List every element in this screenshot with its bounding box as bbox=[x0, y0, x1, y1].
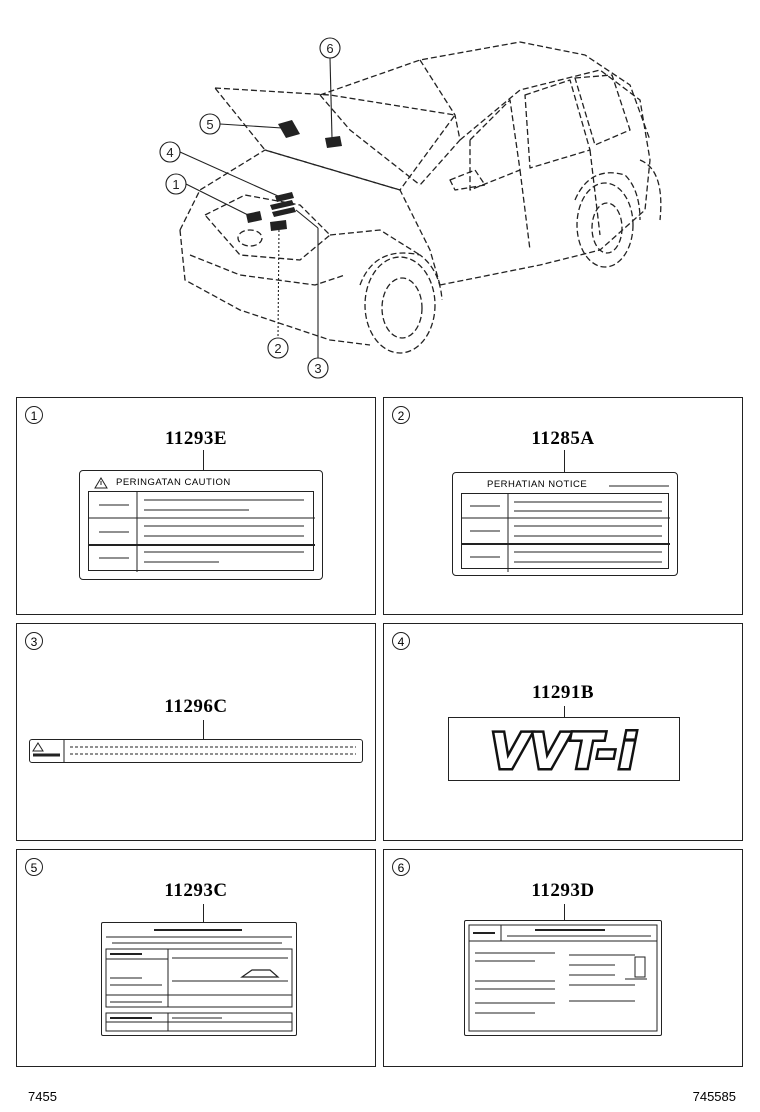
panel-marker-5: 5 bbox=[25, 858, 43, 876]
leader-line bbox=[564, 450, 565, 472]
panel-marker-6: 6 bbox=[392, 858, 410, 876]
warning-triangle-icon bbox=[94, 477, 108, 489]
leader-line bbox=[564, 904, 565, 920]
part-number-11293E: 11293E bbox=[164, 428, 228, 449]
label-location-4 bbox=[275, 192, 294, 202]
callout-5 bbox=[199, 113, 221, 135]
panel-marker-1: 1 bbox=[25, 406, 43, 424]
panel-2: 2 11285A PERHATIAN NOTICE bbox=[383, 397, 743, 615]
callout-3 bbox=[307, 357, 329, 379]
warning-triangle-icon bbox=[32, 742, 44, 752]
panel-5: 5 11293C bbox=[16, 849, 376, 1067]
part-number-11291B: 11291B bbox=[531, 682, 595, 703]
callout-6-text: 6 bbox=[326, 41, 333, 56]
strip-label bbox=[29, 739, 363, 763]
label-location-5 bbox=[278, 120, 300, 138]
vvti-emblem: VVT-i bbox=[448, 717, 680, 781]
leader-line bbox=[203, 904, 204, 922]
callout-4-text: 4 bbox=[166, 145, 173, 160]
panel-1: 1 11293E PERINGATAN CAUTION bbox=[16, 397, 376, 615]
vehicle-illustration: 6 5 4 1 2 3 bbox=[159, 37, 662, 379]
callout-2-text: 2 bbox=[274, 341, 281, 356]
label-title: PERINGATAN CAUTION bbox=[116, 477, 231, 488]
emblem-text: VVT-i bbox=[491, 724, 637, 780]
panel-marker-3: 3 bbox=[25, 632, 43, 650]
part-number-11293D: 11293D bbox=[531, 880, 595, 901]
label-location-2 bbox=[270, 220, 287, 231]
label-table bbox=[88, 491, 315, 572]
part-number-11296C: 11296C bbox=[164, 696, 228, 717]
label-table bbox=[461, 493, 670, 572]
panel-4: 4 11291B VVT-i bbox=[383, 623, 743, 841]
footer-right-code: 745585 bbox=[692, 1089, 736, 1104]
callout-1-text: 1 bbox=[172, 177, 179, 192]
panel-3: 3 11296C bbox=[16, 623, 376, 841]
callout-4 bbox=[159, 141, 181, 163]
footer-left-code: 7455 bbox=[28, 1089, 57, 1104]
label-title: PERHATIAN NOTICE bbox=[487, 479, 588, 490]
info-label-6 bbox=[464, 920, 662, 1036]
callout-5-text: 5 bbox=[206, 117, 213, 132]
label-location-3b bbox=[272, 207, 296, 217]
caution-label: PERINGATAN CAUTION bbox=[79, 470, 323, 580]
panel-marker-4: 4 bbox=[392, 632, 410, 650]
callout-3-text: 3 bbox=[314, 361, 321, 376]
leader-line bbox=[564, 706, 565, 718]
label-location-1 bbox=[246, 211, 262, 223]
callout-1 bbox=[165, 173, 187, 195]
label-location-6 bbox=[325, 136, 342, 148]
leader-line bbox=[203, 450, 204, 470]
leader-line bbox=[203, 720, 204, 740]
part-number-11285A: 11285A bbox=[531, 428, 595, 449]
label-location-3a bbox=[270, 200, 294, 210]
panel-marker-2: 2 bbox=[392, 406, 410, 424]
callout-6 bbox=[319, 37, 341, 59]
part-number-11293C: 11293C bbox=[164, 880, 228, 901]
panel-6: 6 11293D bbox=[383, 849, 743, 1067]
notice-label: PERHATIAN NOTICE bbox=[452, 472, 678, 576]
info-label-5 bbox=[101, 922, 297, 1036]
callout-2 bbox=[267, 337, 289, 359]
